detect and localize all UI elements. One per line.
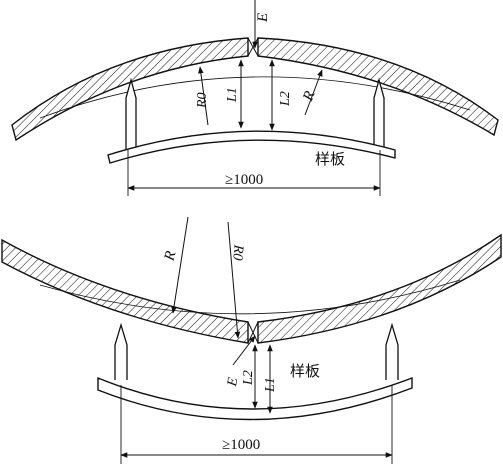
bottom-label-span: ≥1000 <box>222 437 260 453</box>
top-template-body <box>107 130 396 164</box>
bottom-template-body <box>97 376 413 421</box>
top-template-right-leg <box>373 77 385 150</box>
bottom-right-plate <box>257 233 502 344</box>
bottom-left-plate <box>1 238 249 344</box>
bottom-template-left-leg <box>114 322 128 380</box>
bottom-e-leader <box>232 335 256 366</box>
bottom-label-l2: L2 <box>241 370 256 386</box>
top-label-l2: L2 <box>278 91 293 107</box>
top-inner-arc <box>39 76 471 119</box>
bottom-template-right-leg <box>385 322 399 380</box>
bottom-label-template: 样板 <box>290 362 320 380</box>
top-label-template: 样板 <box>315 150 345 168</box>
top-label-span: ≥1000 <box>225 172 263 188</box>
top-template-left-leg <box>125 77 137 150</box>
top-left-plate <box>11 37 249 142</box>
top-label-l1: L1 <box>225 87 240 103</box>
bottom-r0-arrow <box>227 221 241 339</box>
bottom-figure: R R0 E L2 L1 样板 ≥1000 <box>1 216 502 464</box>
top-label-r: R <box>300 89 319 104</box>
bottom-label-e: E <box>225 376 242 388</box>
bottom-r-arrow <box>171 216 189 314</box>
top-label-e: E <box>255 13 271 23</box>
top-label-r0: R0 <box>195 92 210 109</box>
top-r-arrow <box>304 69 323 116</box>
bottom-label-r0: R0 <box>229 243 245 261</box>
top-right-plate <box>257 37 499 137</box>
bottom-inner-arc <box>39 279 461 315</box>
top-r0-arrow <box>198 66 209 126</box>
bottom-label-r: R <box>161 249 179 263</box>
top-figure: E R0 L1 L2 R 样板 ≥1000 <box>11 0 499 196</box>
bottom-label-l1: L1 <box>263 377 278 393</box>
